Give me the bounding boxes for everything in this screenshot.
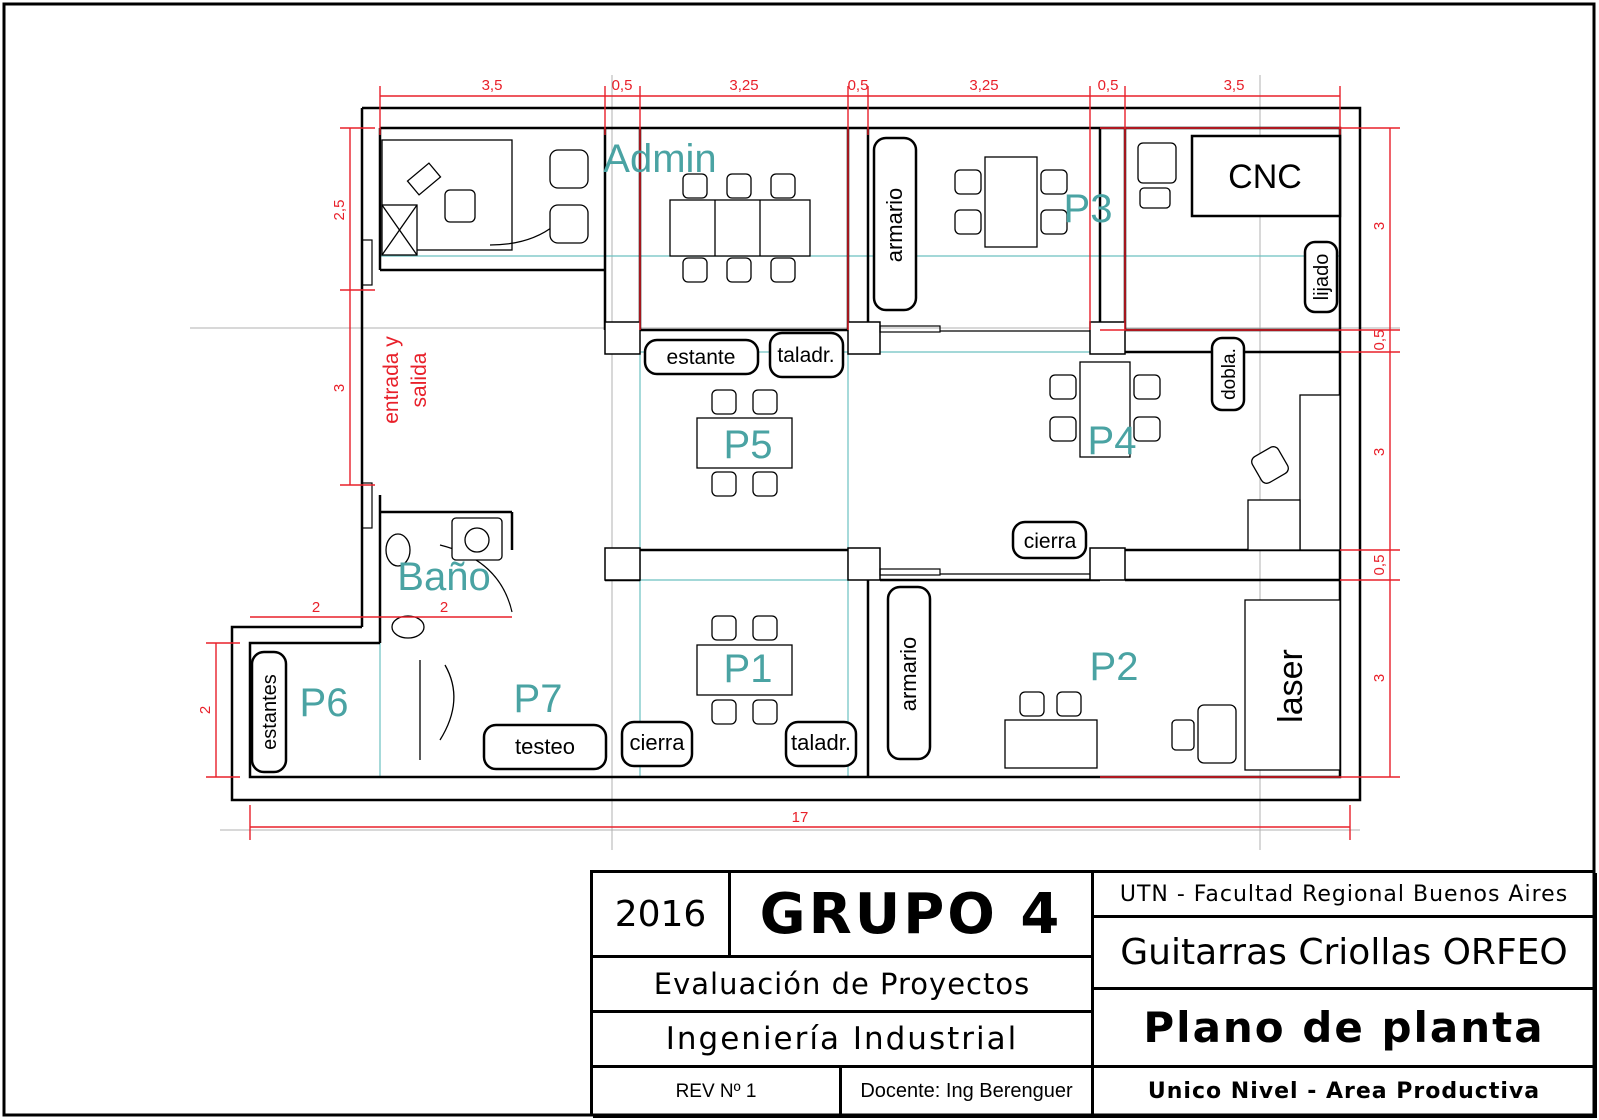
dim-top-6: 0,5 (1098, 77, 1119, 94)
room-p3: P3 (1064, 187, 1113, 231)
equipment-lijado: lijado (1311, 254, 1333, 301)
bathroom-fixtures (385, 517, 503, 760)
title-drawing: Plano de planta (1094, 990, 1597, 1068)
p4-table (1049, 361, 1161, 458)
title-company: Guitarras Criollas ORFEO (1094, 918, 1597, 990)
dim-left-admin: 2,5 (331, 200, 348, 221)
p5-table (696, 389, 793, 497)
p2-furniture (1004, 599, 1341, 771)
room-p2: P2 (1090, 645, 1139, 689)
dim-top-3: 3,25 (729, 77, 758, 94)
columns (604, 321, 1126, 581)
dim-top-1: 3,5 (482, 77, 503, 94)
entry-label-line2: salida (408, 352, 431, 407)
title-level: Unico Nivel - Area Productiva (1094, 1068, 1597, 1118)
dim-top-2: 0,5 (612, 77, 633, 94)
dim-top-7: 3,5 (1224, 77, 1245, 94)
p3-table (954, 156, 1068, 248)
title-block: 2016 GRUPO 4 Evaluación de Proyectos Ing… (590, 870, 1597, 1118)
equipment-taladr-bottom: taladr. (791, 730, 851, 755)
dim-bano-width-2: 2 (440, 599, 448, 616)
dim-top-5: 3,25 (969, 77, 998, 94)
meeting-table (669, 173, 811, 283)
title-career: Ingeniería Industrial (593, 1013, 1094, 1068)
p1-table (696, 615, 793, 725)
room-p5: P5 (724, 423, 773, 467)
p4-desk (1247, 394, 1341, 551)
dim-bottom-total: 17 (792, 809, 809, 826)
room-bano: Baño (397, 555, 490, 599)
title-year: 2016 (593, 873, 731, 958)
room-labels: Admin P5 P1 P3 P4 P2 P6 P7 Baño (300, 137, 1139, 725)
title-teacher: Docente: Ing Berenguer (842, 1068, 1094, 1118)
dim-right-gap1: 0,5 (1371, 330, 1388, 351)
title-course: Evaluación de Proyectos (593, 958, 1094, 1013)
equipment-estantes: estantes (259, 674, 281, 750)
dim-left-entry: 3 (331, 384, 348, 392)
equipment-boxes (250, 134, 1342, 774)
room-p4: P4 (1088, 419, 1137, 463)
equipment-taladr-top: taladr. (777, 344, 834, 367)
dim-left-p6: 2 (197, 706, 214, 714)
admin-furniture (381, 139, 589, 256)
equipment-laser: laser (1272, 649, 1310, 723)
entry-label: entrada y salida (380, 336, 431, 424)
room-p1: P1 (724, 647, 773, 691)
room-admin: Admin (603, 137, 716, 181)
title-revision: REV Nº 1 (593, 1068, 842, 1118)
entry-label-line1: entrada y (380, 336, 403, 424)
equipment-armario-top: armario (882, 188, 907, 263)
title-institution: UTN - Facultad Regional Buenos Aires (1094, 873, 1597, 918)
p3-machine (1137, 142, 1177, 209)
dimension-lines (206, 86, 1400, 840)
sliding-doors (361, 239, 1090, 576)
room-p7: P7 (514, 677, 563, 721)
dim-bano-width-1: 2 (312, 599, 320, 616)
equipment-armario-bottom: armario (896, 637, 921, 712)
equipment-cnc: CNC (1228, 158, 1302, 196)
dim-right-p2: 3 (1371, 674, 1388, 682)
equipment-cierra-bottom: cierra (629, 730, 685, 755)
equipment-dobla: dobla. (1219, 348, 1240, 400)
dim-right-p3: 3 (1371, 222, 1388, 230)
dimension-texts: 3,5 0,5 3,25 0,5 3,25 0,5 3,5 17 2,5 3 2… (197, 77, 1388, 826)
title-group: GRUPO 4 (731, 873, 1094, 958)
dim-right-p4: 3 (1371, 448, 1388, 456)
equipment-labels: CNC laser armario armario lijado estante… (259, 158, 1333, 759)
room-p6: P6 (300, 681, 349, 725)
dim-right-gap2: 0,5 (1371, 555, 1388, 576)
equipment-testeo: testeo (515, 734, 575, 759)
dim-top-4: 0,5 (848, 77, 869, 94)
equipment-cierra-mid: cierra (1024, 530, 1077, 553)
equipment-estante: estante (667, 346, 736, 369)
